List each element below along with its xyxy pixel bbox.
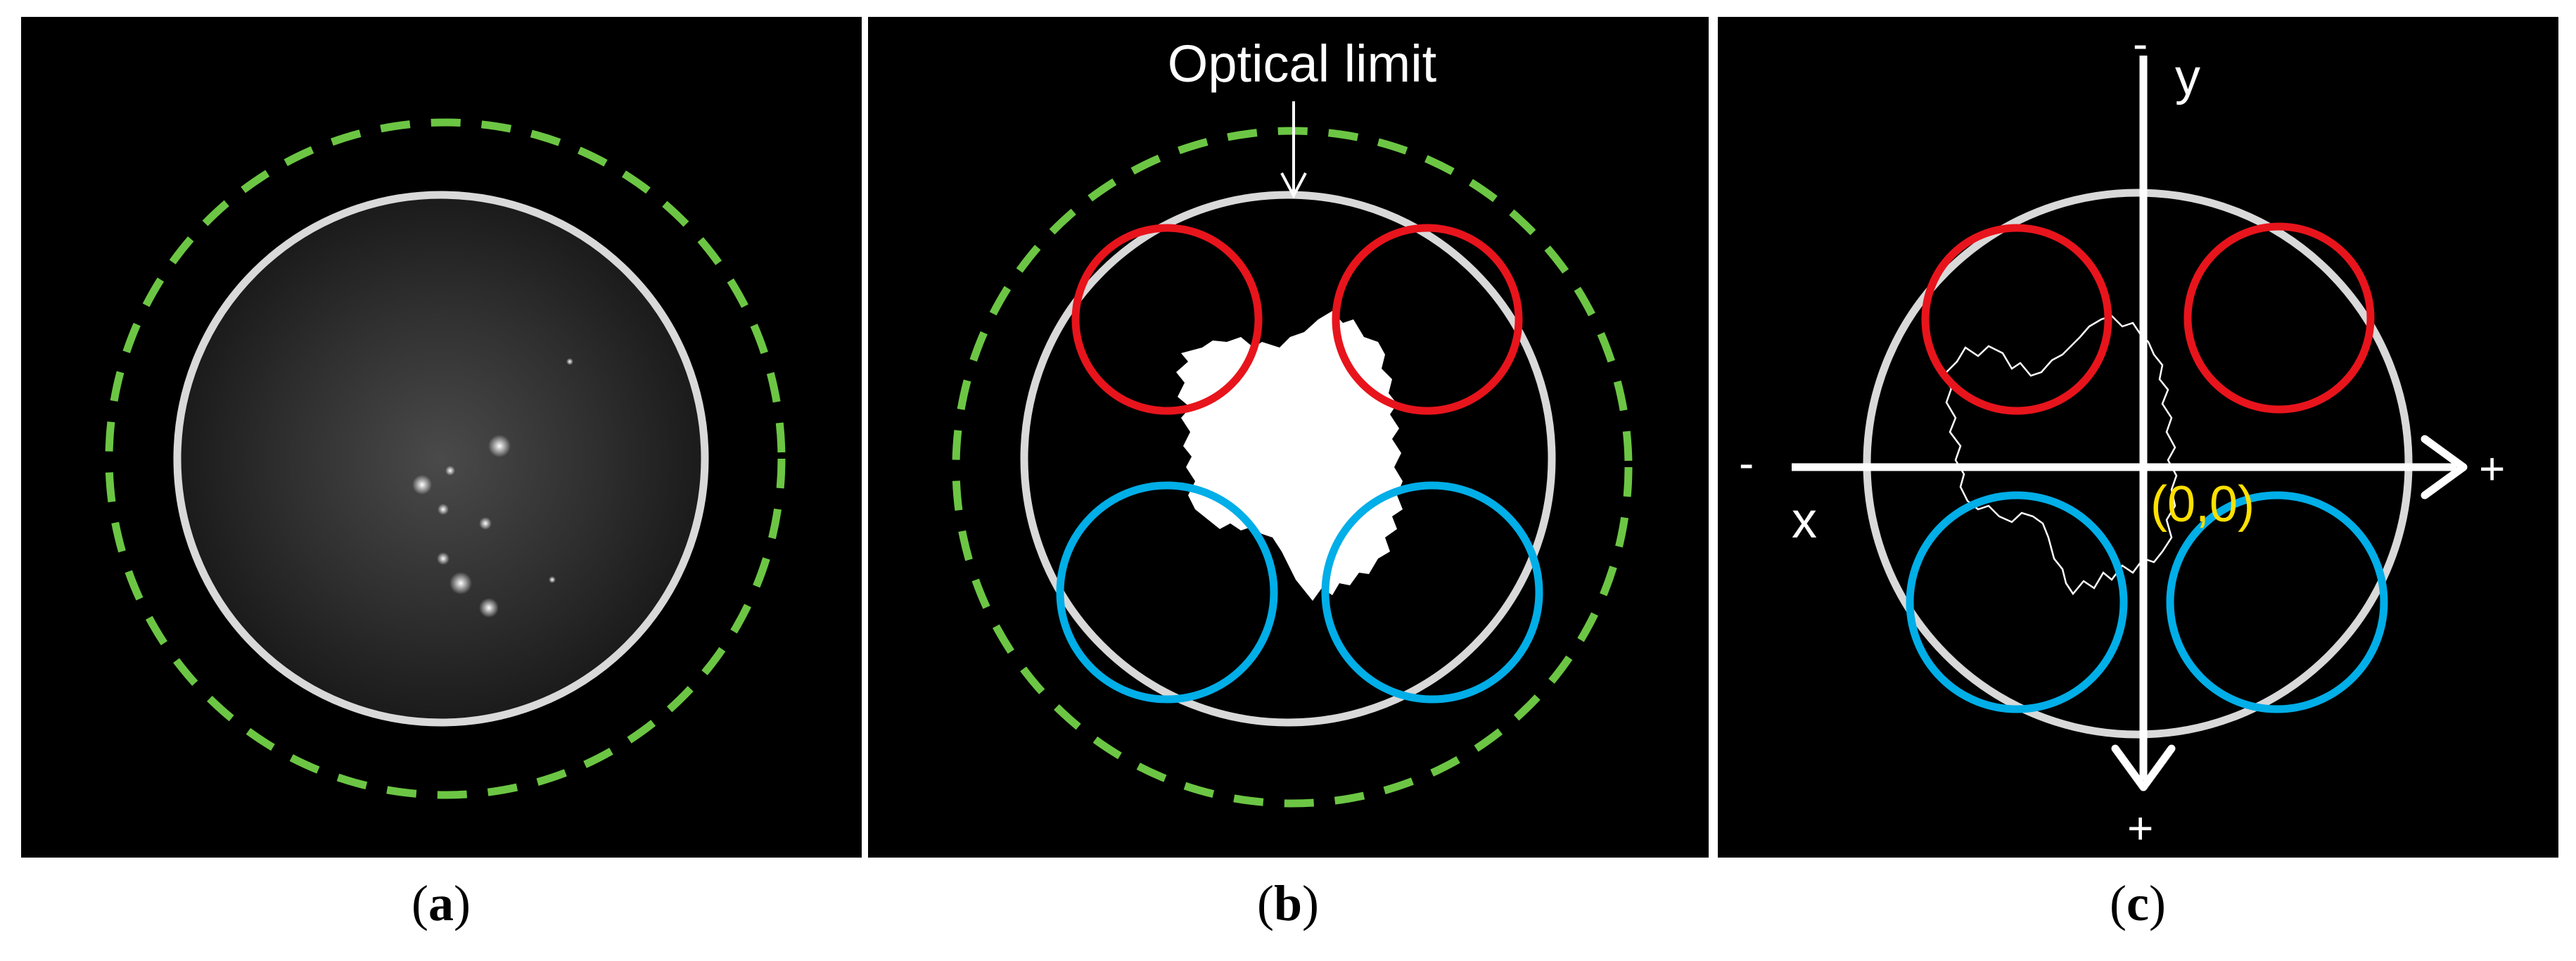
dashed-outer-circle [105, 118, 786, 799]
caption-b: (b) [1256, 875, 1319, 931]
y-axis-plus-sign: + [2127, 803, 2153, 853]
panel-c-canvas: - + x - y + (0,0) [1739, 18, 2505, 853]
red-circle-top-right [1332, 224, 1523, 415]
y-axis-label: y [2175, 49, 2200, 106]
panel-c-coordinate-frame: - + x - y + (0,0) [1718, 17, 2558, 858]
panel-b-canvas: Optical limit [952, 34, 1633, 808]
caption-c-letter: c [2127, 875, 2149, 931]
optical-limit-label: Optical limit [1168, 34, 1437, 93]
blue-circle-bottom-left [1906, 491, 2128, 713]
blue-circle-bottom-right [1321, 481, 1543, 704]
caption-a: (a) [412, 875, 471, 931]
red-circle-top-left [1921, 224, 2112, 415]
y-axis-minus-sign: - [2133, 18, 2148, 69]
flame-contour-outline [1941, 314, 2178, 596]
origin-label: (0,0) [2150, 476, 2255, 533]
flame-luminosity-spots [412, 358, 573, 618]
panel-a-canvas [105, 118, 786, 799]
camera-field [175, 193, 707, 725]
caption-b-letter: b [1273, 875, 1303, 931]
x-axis-arrowhead [2421, 435, 2468, 499]
caption-a-letter: a [428, 875, 454, 931]
panel-a-flame-image [21, 17, 862, 858]
y-axis-arrowhead [2111, 744, 2176, 791]
optical-limit-circle [1020, 191, 1556, 727]
blue-circle-bottom-right [2166, 491, 2388, 713]
panel-b-binary-flame: Optical limit [868, 17, 1709, 858]
x-axis-plus-sign: + [2479, 443, 2505, 494]
optical-limit-circle [173, 191, 709, 727]
x-axis-minus-sign: - [1739, 438, 1754, 488]
blue-circle-bottom-left [1056, 481, 1278, 704]
optical-limit-arrow-head [1280, 172, 1307, 199]
red-circle-top-right [2183, 222, 2375, 414]
red-circle-top-left [1071, 224, 1263, 415]
binarized-flame-region [1176, 311, 1403, 601]
caption-c: (c) [2110, 875, 2166, 931]
x-axis-label: x [1792, 492, 1817, 549]
